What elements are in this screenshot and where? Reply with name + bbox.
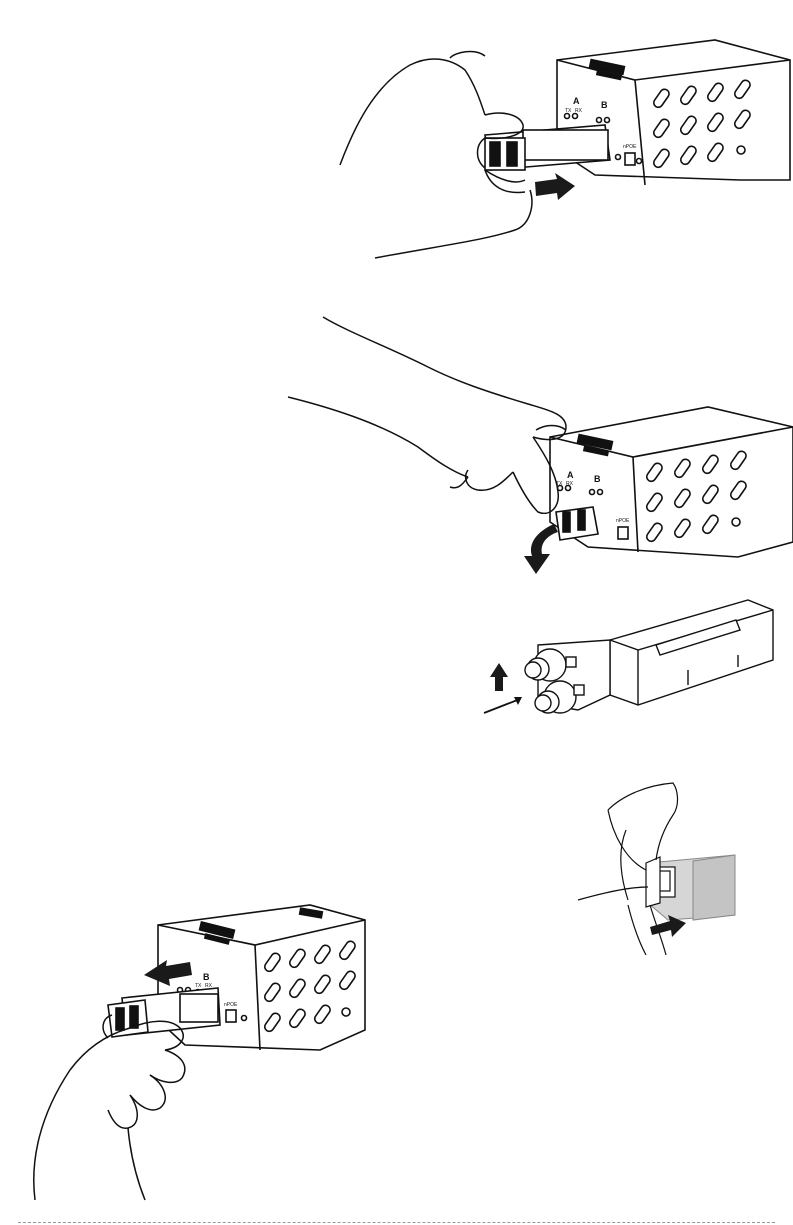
hand-illustration (34, 1015, 185, 1200)
figure-pull-tab (578, 775, 738, 960)
rx-label: RX (566, 481, 574, 487)
port-a-label: A (567, 470, 574, 480)
open-latch-illustration: A B TX RX nPOE (288, 312, 793, 582)
pull-tab-illustration (578, 775, 738, 960)
figure-st-connector-module (478, 585, 778, 725)
port-b-label: B (203, 972, 210, 982)
remove-sfp-illustration: B TX RX nPOE (30, 900, 365, 1200)
arrow-up-icon (490, 663, 508, 691)
rx-label: RX (575, 108, 583, 114)
tx-label: TX (195, 983, 202, 989)
figure-insert-sfp: A B TX RX nPOE (335, 30, 790, 265)
port-b-label: B (601, 100, 608, 110)
switch-label: nPOE (623, 144, 637, 150)
port-b-label: B (594, 474, 601, 484)
insert-sfp-illustration: A B TX RX nPOE (335, 30, 790, 265)
media-converter-chassis (557, 40, 790, 185)
arrow-down-curved-icon (524, 524, 558, 574)
switch-label: nPOE (616, 518, 630, 524)
pointer-arrow-icon (484, 697, 522, 713)
switch-label: nPOE (224, 1002, 238, 1008)
tx-label: TX (565, 108, 572, 114)
st-module-illustration (478, 585, 778, 725)
port-a-label: A (573, 96, 580, 106)
figure-remove-sfp: B TX RX nPOE (30, 900, 365, 1200)
media-converter-chassis (550, 407, 793, 557)
page-bottom-rule (18, 1222, 775, 1223)
arrow-right-icon (535, 173, 575, 200)
hand-illustration (288, 317, 566, 513)
figure-open-latch: A B TX RX nPOE (288, 312, 793, 582)
